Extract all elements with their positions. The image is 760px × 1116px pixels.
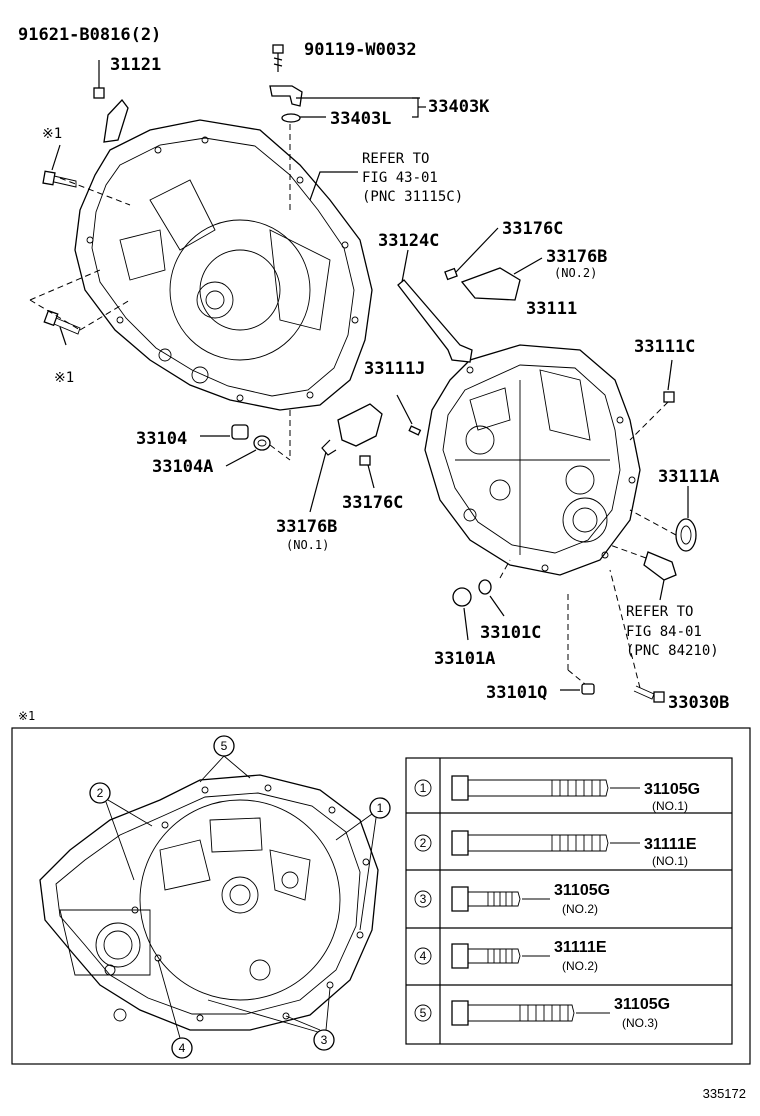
label-31121: 31121: [110, 55, 161, 75]
refer-fig-84-line1: REFER TO: [626, 604, 693, 620]
bolt-row-1-sub: (NO.1): [652, 799, 688, 813]
label-mark-1-lower: ※1: [54, 370, 74, 386]
sensor-84210-drawing: [643, 551, 677, 601]
label-33104: 33104: [136, 429, 187, 449]
label-33101a: 33101A: [434, 649, 495, 669]
gasket-33101c-drawing: [478, 579, 492, 595]
bolt-row-5-part: 31105G: [614, 996, 670, 1013]
plate-33176b-no1-drawing: [337, 403, 383, 447]
svg-text:1: 1: [420, 781, 427, 795]
label-33101q: 33101Q: [486, 683, 547, 703]
illustration-id: 335172: [703, 1086, 746, 1101]
label-33403k: 33403K: [428, 97, 490, 117]
label-mark-1-upper: ※1: [42, 126, 62, 142]
detail-frame: [11, 727, 751, 1065]
gasket-33104a-drawing: [253, 435, 271, 451]
bolt-table: 1 31105G (NO.1) 2 31111E (NO.1): [405, 757, 733, 1045]
label-33176b-no1-sub: (NO.1): [286, 538, 329, 552]
bolt-row-4-part: 31111E: [554, 939, 607, 956]
bolt-row-4-sub: (NO.2): [562, 959, 598, 973]
refer-fig-43-line3: (PNC 31115C): [362, 189, 463, 205]
bolt-row-5: 5 31105G (NO.3): [414, 996, 670, 1030]
label-33176b-no2: 33176B: [546, 247, 607, 267]
bolt-row-3: 3 31105G (NO.2): [414, 882, 610, 916]
screw-90119-drawing: [272, 44, 284, 72]
detail-callout-4: 4: [157, 959, 193, 1059]
bolt-row-5-sub: (NO.3): [622, 1016, 658, 1030]
long-bolt-lower-drawing: [43, 309, 81, 346]
label-33176c-upper: 33176C: [502, 219, 563, 239]
label-90119: 90119-W0032: [304, 40, 417, 60]
svg-text:2: 2: [420, 836, 427, 850]
detail-callout-5: 5: [199, 735, 251, 783]
bolt-row-2-sub: (NO.1): [652, 854, 688, 868]
plate-31121-drawing: [103, 98, 129, 143]
svg-text:4: 4: [420, 949, 427, 963]
label-33176b-no2-sub: (NO.2): [554, 266, 597, 280]
label-33124c: 33124C: [378, 231, 439, 251]
bolt-row-4: 4 31111E (NO.2): [414, 939, 607, 973]
svg-text:4: 4: [179, 1041, 186, 1055]
refer-fig-43-line2: FIG 43-01: [362, 170, 438, 186]
clutch-housing-drawing: [74, 119, 373, 411]
label-33030b: 33030B: [668, 693, 729, 713]
bolt-33030b-drawing: [633, 685, 665, 703]
bolt-row-3-sub: (NO.2): [562, 902, 598, 916]
detail-callout-1: 1: [335, 797, 391, 931]
refer-fig-43-line1: REFER TO: [362, 151, 429, 167]
plate-33176b-no2-drawing: [460, 267, 521, 301]
label-33111c: 33111C: [634, 337, 695, 357]
plug-33104-drawing: [231, 424, 249, 440]
detail-callout-3: 3: [207, 987, 335, 1051]
label-33101c: 33101C: [480, 623, 541, 643]
refer-fig-84-line3: (PNC 84210): [626, 643, 719, 659]
svg-text:5: 5: [420, 1006, 427, 1020]
bracket-33124c-drawing: [397, 279, 473, 363]
svg-text:3: 3: [420, 892, 427, 906]
bolt-row-1: 1 31105G (NO.1): [414, 775, 700, 813]
refer-fig-84-line2: FIG 84-01: [626, 624, 702, 640]
label-33111a: 33111A: [658, 467, 719, 487]
detail-housing-drawing: [39, 774, 379, 1031]
plug-33101a-drawing: [452, 587, 472, 607]
label-33104a: 33104A: [152, 457, 213, 477]
label-33176b-no1: 33176B: [276, 517, 337, 537]
seal-33111a-drawing: [675, 518, 697, 552]
long-bolt-upper-drawing: [42, 144, 77, 188]
bolt-row-2-part: 31111E: [644, 836, 697, 853]
label-91621: 91621-B0816(2): [18, 25, 161, 45]
detail-callout-2: 2: [89, 782, 153, 881]
label-33403l: 33403L: [330, 109, 391, 129]
svg-text:1: 1: [377, 801, 384, 815]
bolt-91621-drawing: [93, 60, 105, 99]
bolt-row-2: 2 31111E (NO.1): [414, 830, 697, 868]
svg-text:3: 3: [321, 1033, 328, 1047]
transaxle-case-drawing: [424, 344, 641, 576]
bolt-row-3-part: 31105G: [554, 882, 610, 899]
svg-text:2: 2: [97, 786, 104, 800]
label-33111j: 33111J: [364, 359, 425, 379]
label-33176c-lower: 33176C: [342, 493, 403, 513]
bolt-row-1-part: 31105G: [644, 781, 700, 798]
svg-text:5: 5: [221, 739, 228, 753]
detail-mark: ※1: [18, 709, 35, 723]
sensor-33403-drawing: [269, 85, 303, 123]
label-33111: 33111: [526, 299, 577, 319]
